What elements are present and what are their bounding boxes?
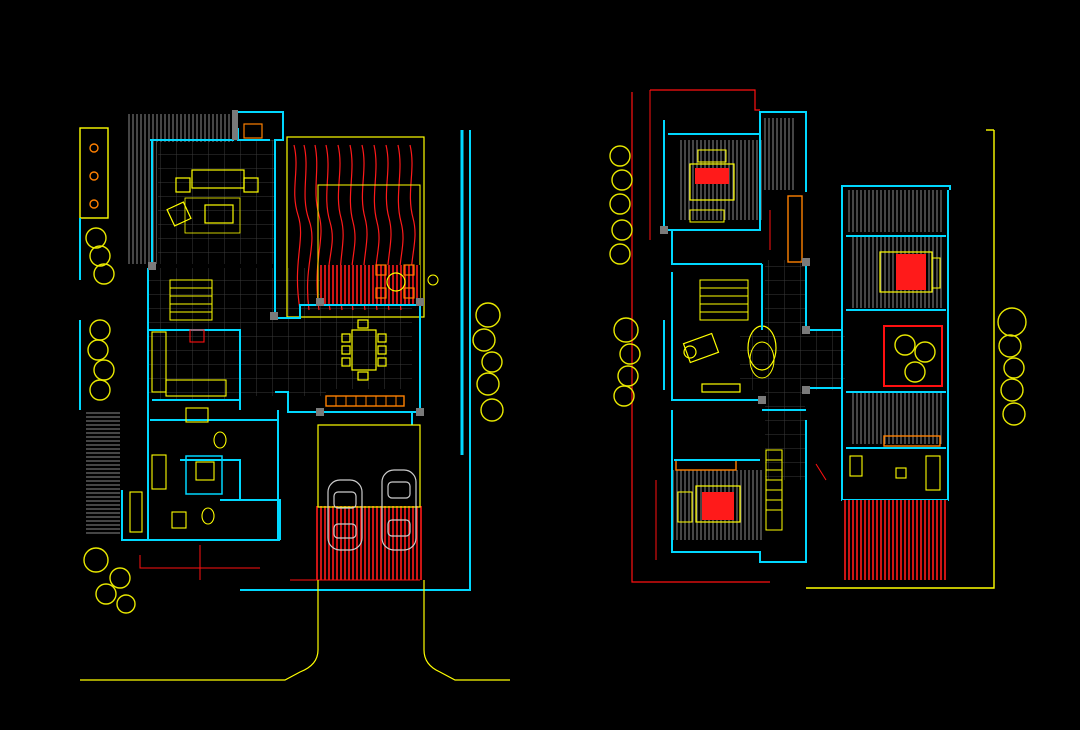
dining-table-set <box>341 319 387 381</box>
upper-trees <box>609 145 1027 426</box>
planter <box>427 274 439 286</box>
upper-left-walls <box>663 111 842 563</box>
sideboard-details <box>335 396 397 406</box>
car-right <box>381 469 417 551</box>
ground-wall-cap-c <box>270 312 278 320</box>
upper-stair <box>699 279 783 531</box>
master-planter-box <box>883 325 943 387</box>
wardrobe-2 <box>675 459 737 471</box>
ground-wall-cap-b <box>232 110 238 140</box>
bridge-oval-b <box>749 341 775 379</box>
planter-lamp-b <box>89 171 99 181</box>
upper-wall-cap-b <box>802 326 810 334</box>
upper-outline-frame <box>650 89 760 111</box>
garage-floor-hatch <box>316 506 424 580</box>
ground-wall-cap-g <box>416 408 424 416</box>
upper-floor-plan <box>609 89 1027 589</box>
master-bed <box>879 251 941 293</box>
ground-dimension-lines <box>139 545 420 581</box>
bedroom-1-balcony <box>764 118 796 190</box>
courtyard-panel <box>286 136 425 318</box>
wardrobe-1 <box>787 195 803 263</box>
terrace-hatch-top <box>127 114 233 142</box>
ground-wall-cap-d <box>316 298 324 306</box>
ground-stair <box>169 279 213 321</box>
right-block-roof <box>841 185 951 190</box>
upper-outer-boundary <box>631 92 770 583</box>
right-block-top-hatch <box>848 190 944 232</box>
living-room-floor <box>158 140 274 264</box>
bedroom-3-bed <box>677 485 741 523</box>
car-left <box>327 479 363 551</box>
driveway-left <box>80 580 319 681</box>
ground-trees <box>83 227 504 614</box>
kitchen-fixtures <box>151 329 227 397</box>
upper-wall-cap-d <box>758 396 766 404</box>
bedroom-1-bed <box>689 149 735 223</box>
upper-wall-cap-a <box>660 226 668 234</box>
dining-room-floor <box>236 305 412 389</box>
left-planter-strip <box>79 127 109 219</box>
master-vanity <box>883 435 941 447</box>
upper-dimension-lines <box>649 90 827 560</box>
right-block-hatch-bottom <box>842 500 948 580</box>
upper-site-boundary <box>806 130 995 589</box>
planter-lamp-c <box>89 199 99 209</box>
master-planter-trees <box>894 334 936 383</box>
garage-outline <box>317 424 421 508</box>
sideboard <box>325 395 405 407</box>
kitchen-floor <box>150 340 236 400</box>
ground-bath-fixtures <box>129 407 227 533</box>
outdoor-table-set <box>375 264 415 299</box>
ground-wall-cap-e <box>416 298 424 306</box>
ground-wall-cap-a <box>148 262 156 270</box>
laundry-box <box>185 455 223 495</box>
left-balcony-hatch <box>86 410 120 534</box>
ground-wall-cap-f <box>316 408 324 416</box>
fireplace <box>243 123 263 139</box>
study-furniture <box>682 332 741 393</box>
upper-wall-cap-c <box>802 386 810 394</box>
upper-wall-cap-e <box>802 258 810 266</box>
planter-lamp-a <box>89 143 99 153</box>
master-bath-fixtures <box>849 455 941 491</box>
driveway-right <box>423 580 510 681</box>
ground-floor-plan <box>79 110 510 681</box>
upper-bridge-floor <box>740 330 845 390</box>
site-boundary-l <box>240 130 471 591</box>
deck-hatch <box>320 265 420 305</box>
living-room-sofa-set <box>166 169 259 227</box>
living-room-rug <box>184 197 241 234</box>
